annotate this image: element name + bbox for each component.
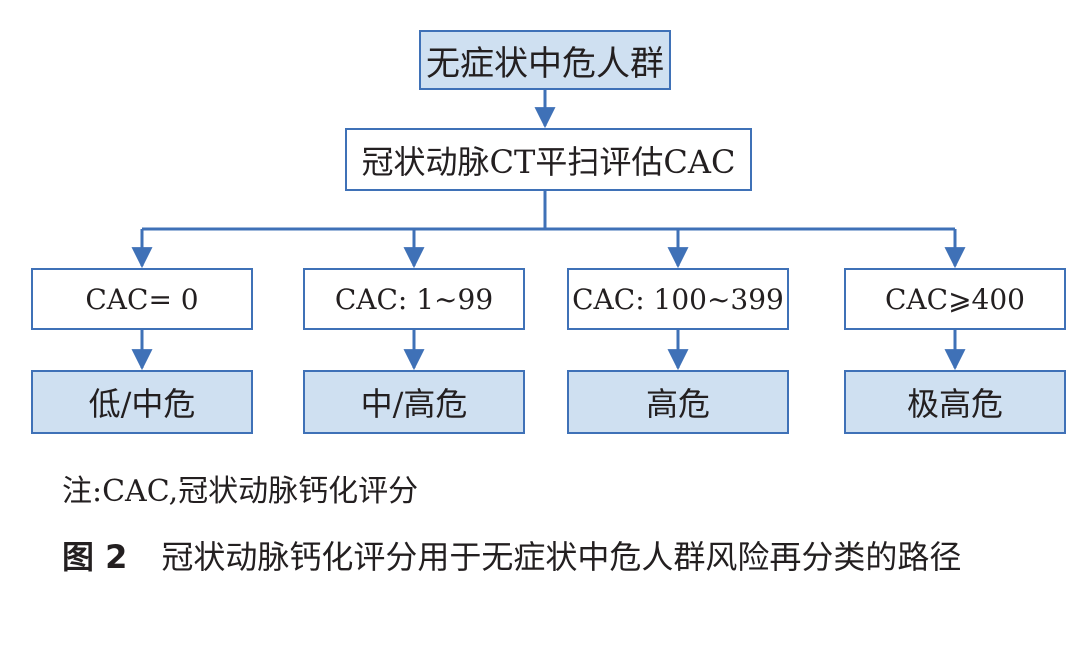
node-label: 无症状中危人群: [426, 43, 664, 84]
figure-label: 图 2: [62, 538, 128, 576]
node-cac-0: CAC= 0: [31, 268, 253, 330]
node-asymptomatic-intermediate-risk: 无症状中危人群: [419, 30, 671, 90]
node-label: CAC: 100~399: [572, 282, 784, 316]
node-label: CAC= 0: [85, 282, 199, 316]
node-risk-very-high: 极高危: [844, 370, 1066, 434]
node-label: 冠状动脉CT平扫评估CAC: [361, 142, 736, 181]
node-cac-1-99: CAC: 1~99: [303, 268, 525, 330]
figure-caption-text: 冠状动脉钙化评分用于无症状中危人群风险再分类的路径: [161, 538, 962, 576]
node-label: CAC: 1~99: [334, 282, 494, 316]
node-label: 高危: [645, 385, 710, 423]
figure-note: 注:CAC,冠状动脉钙化评分: [62, 474, 419, 509]
node-label: 极高危: [906, 385, 1003, 423]
node-risk-high: 高危: [567, 370, 789, 434]
node-risk-low-intermediate: 低/中危: [31, 370, 253, 434]
node-cac-400: CAC⩾400: [844, 268, 1066, 330]
node-label: 低/中危: [88, 385, 196, 423]
figure-caption: 图 2 冠状动脉钙化评分用于无症状中危人群风险再分类的路径: [62, 528, 1052, 586]
node-label: 中/高危: [360, 385, 468, 423]
node-ct-cac-assessment: 冠状动脉CT平扫评估CAC: [345, 128, 752, 191]
node-risk-intermediate-high: 中/高危: [303, 370, 525, 434]
node-cac-100-399: CAC: 100~399: [567, 268, 789, 330]
node-label: CAC⩾400: [885, 282, 1025, 316]
